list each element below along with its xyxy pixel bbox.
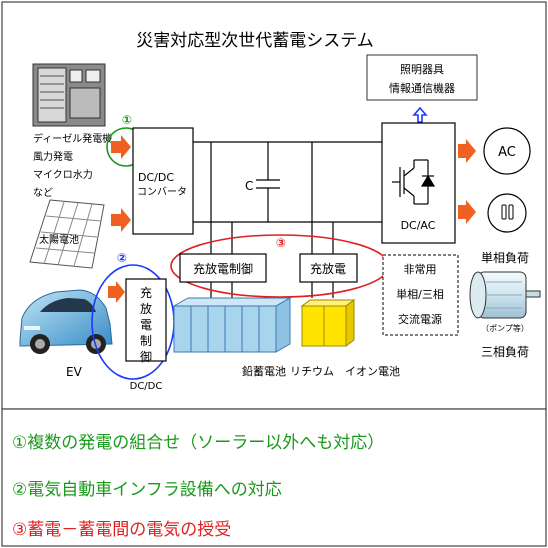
outlet-arrow-icon	[458, 200, 476, 224]
ev-control-char-4: 制	[140, 334, 152, 348]
single-phase-load-label: 単相負荷	[481, 251, 529, 265]
ac-arrow-icon	[458, 139, 476, 163]
ev-dcdc-label: DC/DC	[130, 381, 163, 392]
summary-line-2: ②電気自動車インフラ設備への対応	[12, 480, 282, 500]
lighting-box	[366, 54, 478, 101]
solar-panel-icon	[29, 199, 105, 269]
marker-1: ①	[122, 113, 132, 127]
charge-controller-label: 充放電制御	[193, 261, 253, 276]
ev-car-icon	[19, 289, 113, 354]
lead-battery-icon	[172, 297, 292, 353]
generator-label-etc: など	[33, 187, 53, 199]
outlet-icon	[487, 193, 527, 233]
generator-label-wind: 風力発電	[33, 150, 73, 163]
igbt-symbol-icon	[392, 159, 436, 205]
info-equipment-label: 情報通信機器	[389, 81, 455, 95]
summary-line-3: ③蓄電－蓄電間の電気の授受	[12, 520, 232, 540]
generator-arrow-icon	[111, 135, 131, 159]
motor-pump-icon	[469, 271, 541, 319]
marker-3: ③	[276, 236, 286, 250]
ac-output-icon	[483, 127, 531, 175]
dcac-inverter-box	[381, 122, 456, 244]
lead-battery-label: 鉛蓄電池	[242, 364, 286, 378]
lithium-battery-label: リチウム イオン電池	[290, 365, 400, 378]
lighting-label: 照明器具	[400, 63, 444, 76]
emergency-label-3: 交流電源	[398, 312, 442, 326]
ev-control-char-3: 電	[140, 318, 152, 332]
dcdc-converter-box	[132, 127, 194, 235]
dcdc-converter-label-1: DC/DC	[138, 171, 174, 184]
lithium-battery-icon	[300, 299, 356, 347]
ev-label: EV	[66, 365, 83, 379]
three-phase-load-label: 三相負荷	[481, 345, 529, 359]
dcdc-converter-label-2: コンバータ	[137, 186, 187, 198]
generator-label-diesel: ディーゼル発電機	[33, 132, 112, 145]
solar-label: 太陽電池	[39, 233, 79, 246]
ev-control-char-1: 充	[140, 285, 152, 300]
charge-box	[299, 253, 358, 283]
ac-label: AC	[498, 145, 516, 160]
summary-line-1: ①複数の発電の組合せ（ソーラー以外へも対応）	[12, 433, 385, 453]
solar-arrow-icon	[111, 208, 131, 232]
emergency-label-2: 単相/三相	[396, 287, 444, 301]
charge-controller-box	[179, 253, 267, 283]
charge-label: 充放電	[310, 261, 346, 276]
diesel-generator-icon	[32, 63, 106, 127]
diagram-title: 災害対応型次世代蓄電システム	[136, 31, 374, 51]
emergency-label-1: 非常用	[404, 263, 437, 276]
ev-control-char-5: 御	[140, 349, 152, 364]
generator-label-hydro: マイクロ水力	[33, 168, 93, 181]
ev-arrow-icon	[108, 281, 125, 303]
up-arrow-icon	[412, 106, 428, 123]
ev-charge-controller-box	[125, 278, 167, 362]
emergency-power-box	[382, 254, 459, 336]
capacitor-label: C	[245, 179, 253, 193]
dcac-label: DC/AC	[401, 219, 436, 232]
pump-label: （ポンプ等）	[481, 323, 529, 333]
summary-frame	[1, 408, 547, 547]
ev-control-char-2: 放	[140, 301, 152, 316]
marker-2: ②	[117, 251, 127, 265]
